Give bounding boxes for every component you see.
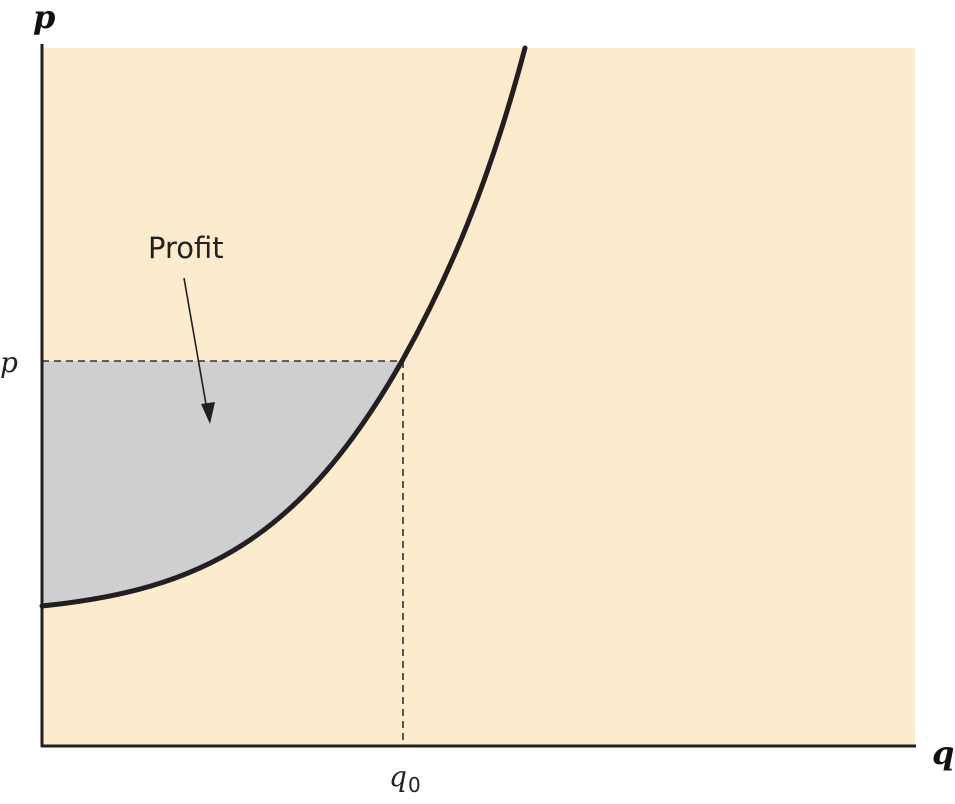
x-axis-label: q — [932, 734, 954, 772]
q0-base: q — [389, 760, 407, 793]
quantity-q0-label: q0 — [389, 760, 421, 797]
profit-annotation: Profit — [148, 231, 224, 265]
profit-arrow — [183, 277, 208, 411]
q0-subscript: 0 — [408, 773, 421, 797]
profit-area — [42, 361, 402, 606]
profit-arrow-head — [201, 402, 215, 424]
y-axis-label: p — [33, 0, 55, 36]
supply-curve — [39, 45, 528, 609]
price-level-label: p — [0, 346, 18, 379]
